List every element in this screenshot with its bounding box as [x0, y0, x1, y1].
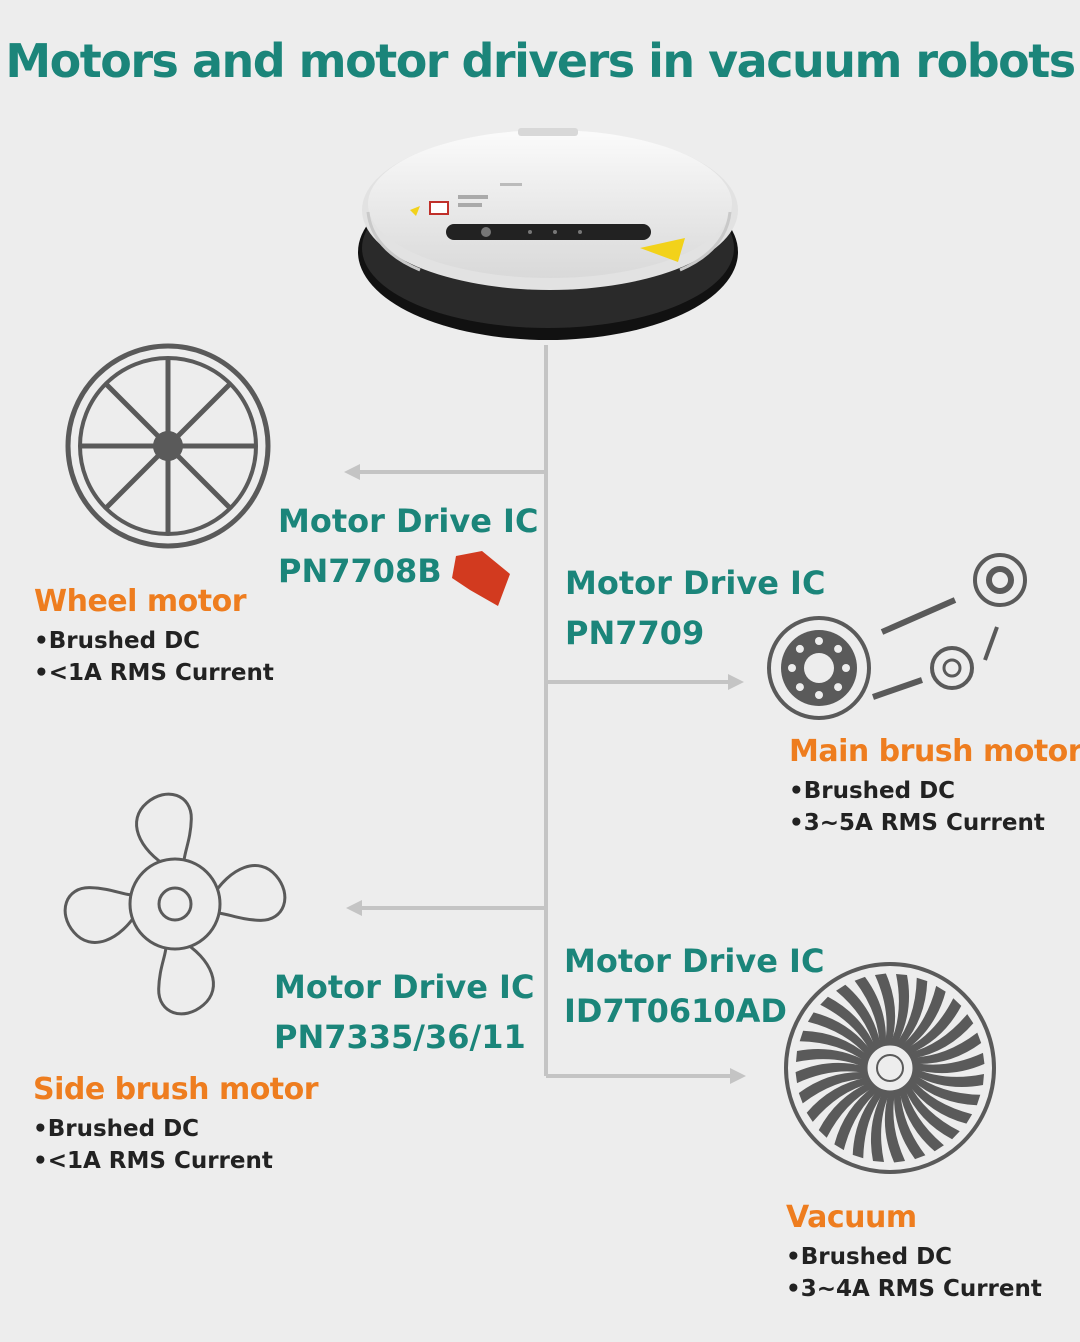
- driver-ic-label: Motor Drive IC: [278, 502, 539, 540]
- fan-blade: [914, 1068, 984, 1087]
- fan-blade: [854, 976, 886, 1047]
- wheel-rim: [65, 343, 271, 549]
- motor-spec: •Brushed DC: [34, 628, 201, 654]
- fan-blade: [806, 1077, 872, 1122]
- star-marker-icon: [452, 551, 510, 606]
- motor-spec: •Brushed DC: [789, 778, 956, 804]
- fan-blade: [913, 1052, 985, 1074]
- fan-blade: [884, 1091, 906, 1163]
- propeller-center: [128, 857, 222, 951]
- fan-blade: [834, 1086, 880, 1151]
- fan-blade: [795, 1062, 867, 1084]
- motor-name: Main brush motor: [789, 734, 1080, 769]
- pulley-hole: [815, 691, 823, 699]
- fan-blade: [820, 996, 876, 1054]
- small-pulley-hub: [942, 658, 962, 678]
- pulley-hole: [834, 644, 843, 653]
- arrow-head: [730, 1068, 746, 1084]
- propeller-blade: [135, 792, 193, 870]
- large-pulley: [767, 616, 871, 720]
- driver-ic-wheel: Motor Drive IC PN7708B: [278, 496, 538, 596]
- pulley-hole: [795, 683, 804, 692]
- pulley-hole: [834, 683, 843, 692]
- fan-blade: [796, 1049, 866, 1068]
- propeller-blade: [157, 938, 215, 1016]
- fan-blade: [836, 984, 881, 1050]
- pulley-hole: [795, 644, 804, 653]
- fan-blade: [870, 1092, 890, 1162]
- motor-vacuum: Vacuum •Brushed DC •3~4A RMS Current: [786, 1200, 1042, 1305]
- arrow-head: [344, 464, 360, 480]
- fan-blade: [904, 1082, 960, 1140]
- motor-side-brush: Side brush motor •Brushed DC •<1A RMS Cu…: [33, 1072, 319, 1177]
- driver-ic-part: PN7708B: [278, 552, 442, 590]
- turbine-fan-icon: [784, 962, 996, 1174]
- fan-blade: [890, 974, 910, 1044]
- driver-ic-part: PN7335/36/11: [274, 1018, 526, 1056]
- motor-spec: •Brushed DC: [33, 1116, 200, 1142]
- propeller-blade: [63, 886, 141, 944]
- belt-segment: [880, 597, 957, 635]
- page-title: Motors and motor drivers in vacuum robot…: [5, 34, 1076, 88]
- belt-segment: [983, 626, 999, 661]
- motor-spec: •<1A RMS Current: [34, 660, 274, 686]
- fan-blade: [894, 1089, 926, 1160]
- small-pulley: [930, 646, 974, 690]
- propeller-icon: [63, 792, 287, 1016]
- fan-blade: [911, 1073, 981, 1106]
- belt-drive-icon: [767, 553, 1027, 720]
- top-pulley-hub: [986, 566, 1014, 594]
- connector-lines: [344, 345, 746, 1084]
- pulley-hole: [815, 637, 823, 645]
- fan-blade: [900, 985, 946, 1050]
- robot-vacuum-image: [358, 128, 738, 340]
- fan-blade: [908, 1078, 973, 1124]
- motor-main-brush: Main brush motor •Brushed DC •3~5A RMS C…: [789, 734, 1080, 839]
- motor-name: Side brush motor: [33, 1072, 319, 1107]
- driver-ic-part: ID7T0610AD: [564, 992, 787, 1030]
- motor-name: Vacuum: [786, 1200, 917, 1235]
- top-pulley: [973, 553, 1027, 607]
- driver-ic-main-brush: Motor Drive IC PN7709: [565, 558, 825, 658]
- fan-housing: [784, 962, 996, 1174]
- motor-spec: •3~4A RMS Current: [786, 1276, 1042, 1302]
- motor-wheel: Wheel motor •Brushed DC •<1A RMS Current: [34, 584, 274, 689]
- motor-spec: •<1A RMS Current: [33, 1148, 273, 1174]
- wheel-icon: [65, 343, 271, 549]
- pulley-hole: [788, 664, 796, 672]
- fan-blade: [895, 977, 928, 1047]
- arrow-head: [346, 900, 362, 916]
- fan-hub: [864, 1042, 916, 1094]
- fan-blade: [908, 1014, 974, 1059]
- fan-blade: [904, 998, 962, 1054]
- fan-blade: [911, 1032, 982, 1064]
- wheel-hub: [153, 431, 183, 461]
- motor-spec: •Brushed DC: [786, 1244, 953, 1270]
- fan-blade: [899, 1086, 944, 1152]
- fan-blade: [798, 1072, 869, 1104]
- driver-ic-vacuum: Motor Drive IC ID7T0610AD: [564, 936, 824, 1036]
- belt-segment: [872, 677, 923, 700]
- arrow-head: [728, 674, 744, 690]
- propeller-blade: [209, 864, 287, 922]
- fan-blade: [852, 1089, 885, 1159]
- fan-hub-inner: [876, 1054, 904, 1082]
- driver-ic-label: Motor Drive IC: [565, 564, 826, 602]
- driver-ic-label: Motor Drive IC: [274, 968, 535, 1006]
- driver-ic-part: PN7709: [565, 614, 705, 652]
- fan-blade: [874, 973, 896, 1045]
- motor-spec: •3~5A RMS Current: [789, 810, 1045, 836]
- large-pulley-hub: [804, 653, 834, 683]
- motor-name: Wheel motor: [34, 584, 246, 619]
- driver-ic-side-brush: Motor Drive IC PN7335/36/11: [274, 962, 534, 1062]
- propeller-hub: [157, 886, 193, 922]
- driver-ic-label: Motor Drive IC: [564, 942, 825, 980]
- fan-blade: [807, 1012, 872, 1058]
- fan-blade: [818, 1082, 876, 1138]
- pulley-hole: [842, 664, 850, 672]
- fan-blade: [799, 1030, 869, 1063]
